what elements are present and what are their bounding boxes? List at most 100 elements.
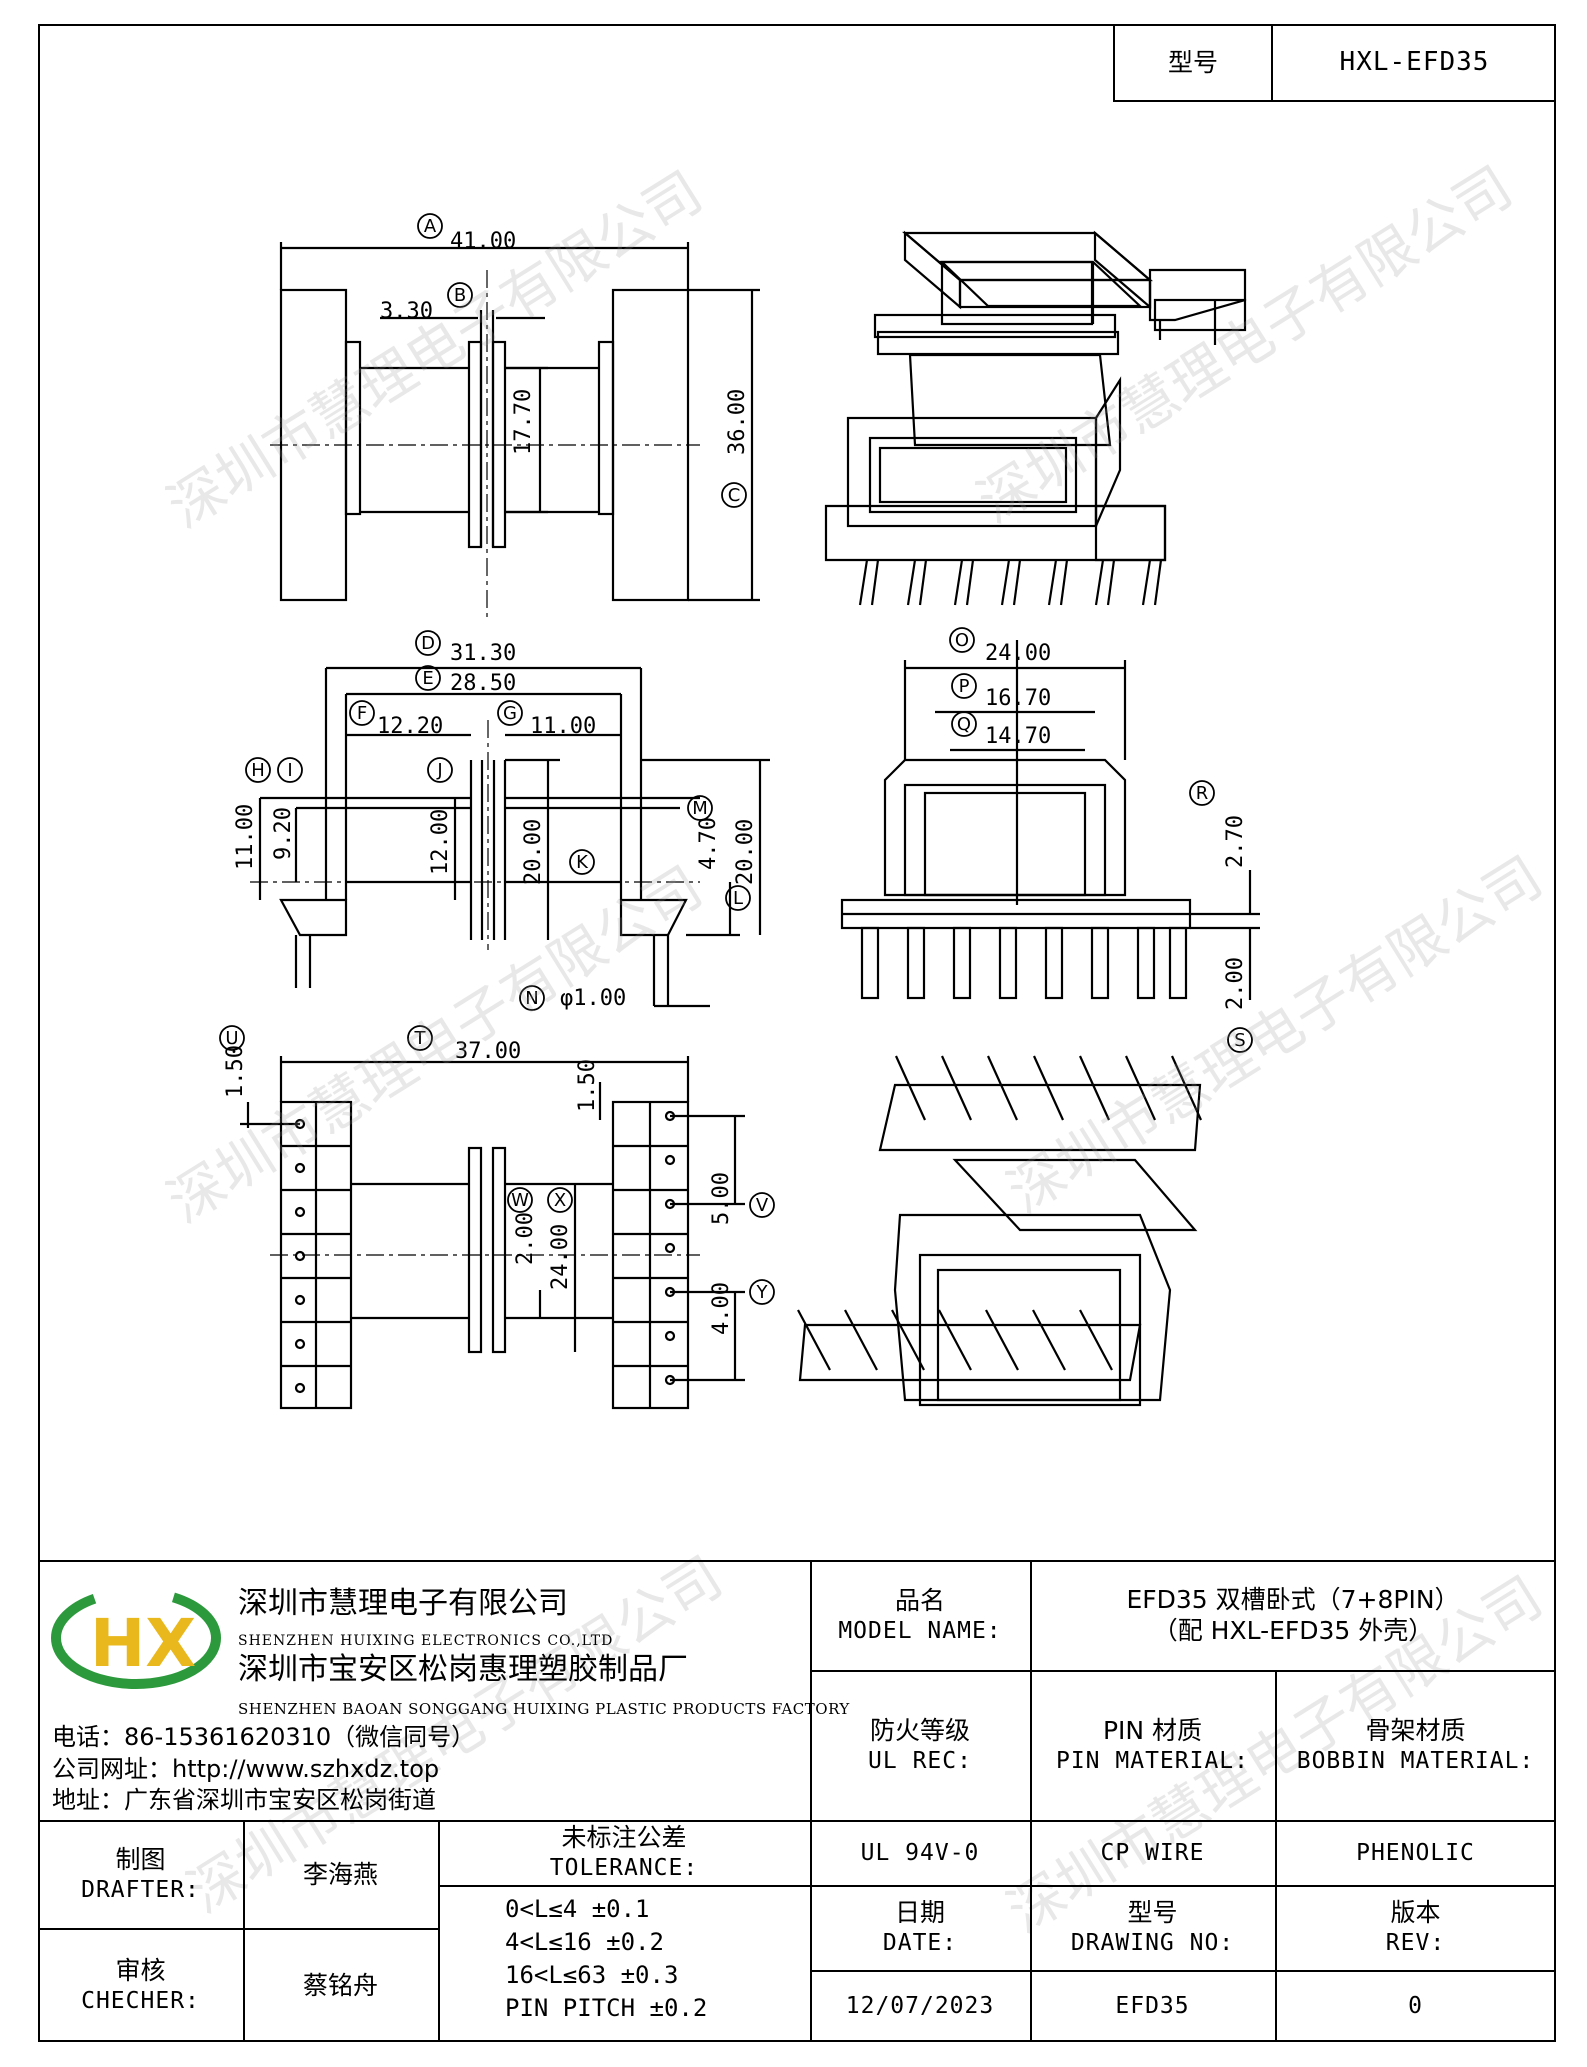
company-phone: 电话：86-15361620310（微信同号）	[52, 1723, 476, 1751]
balloon-P: P	[951, 673, 977, 699]
dim-H-value: 11.00	[233, 804, 258, 870]
balloon-U: U	[219, 1025, 245, 1051]
dim-U-value: 1.50	[223, 1045, 248, 1098]
model-name-label: 品名 MODEL NAME:	[810, 1560, 1030, 1670]
balloon-R: R	[1189, 780, 1215, 806]
tolerance-label-en: TOLERANCE:	[549, 1855, 699, 1881]
date-label-en: DATE:	[882, 1930, 958, 1956]
drawing-sheet	[38, 24, 1556, 2042]
dim-S-value: 2.00	[1223, 957, 1248, 1010]
iso-pins-2-top	[894, 1055, 1203, 1121]
dim-V-value: 5.00	[709, 1172, 734, 1225]
drafter-label: 制图 DRAFTER:	[38, 1820, 243, 1928]
svg-text:F: F	[357, 703, 367, 724]
balloon-Q: Q	[951, 711, 977, 737]
dim-W-value: 2.00	[513, 1212, 538, 1265]
balloon-T: T	[407, 1025, 433, 1051]
balloon-K: K	[569, 849, 595, 875]
svg-text:W: W	[511, 1190, 529, 1211]
pin-material-label-cn: PIN 材质	[1102, 1715, 1203, 1745]
tolerance-line: 0<L≤4 ±0.1	[505, 1895, 650, 1923]
svg-text:K: K	[576, 852, 589, 873]
svg-text:D: D	[421, 633, 435, 654]
balloon-E: E	[415, 665, 441, 691]
svg-text:HX: HX	[90, 1605, 196, 1682]
checker-label: 审核 CHECHER:	[38, 1928, 243, 2042]
svg-text:X: X	[554, 1190, 566, 1211]
header-model-box: 型号 HXL-EFD35	[1113, 24, 1556, 102]
svg-text:T: T	[414, 1028, 427, 1049]
dim-Y-value: 4.00	[709, 1282, 734, 1335]
balloon-G: G	[497, 700, 523, 726]
svg-text:E: E	[422, 668, 433, 689]
pin-material-label-en: PIN MATERIAL:	[1055, 1747, 1249, 1774]
rev-label-en: REV:	[1385, 1930, 1446, 1956]
pin-material-value: CP WIRE	[1100, 1839, 1205, 1866]
balloon-O: O	[949, 627, 975, 653]
dim-B-value: 3.30	[380, 299, 433, 324]
dim-P-value: 16.70	[985, 686, 1051, 711]
balloon-S: S	[1227, 1027, 1253, 1053]
ul-rec-label-en: UL REC:	[868, 1747, 972, 1774]
dim-U2-value: 1.50	[575, 1059, 600, 1112]
svg-text:R: R	[1196, 783, 1209, 804]
balloon-I: I	[277, 757, 303, 783]
balloon-A: A	[417, 213, 443, 239]
dim-I-value: 9.20	[271, 807, 296, 860]
dim-J-value: 12.00	[428, 809, 453, 875]
dim-T-value: 37.00	[455, 1039, 521, 1064]
bottom-left-pin-rows	[281, 1118, 351, 1394]
date-label: 日期 DATE:	[810, 1885, 1030, 1970]
bobbin-material-label-en: BOBBIN MATERIAL:	[1296, 1747, 1535, 1774]
svg-text:M: M	[692, 798, 708, 819]
checker-value: 蔡铭舟	[302, 1970, 378, 2000]
svg-text:O: O	[955, 630, 969, 651]
side-view	[250, 666, 770, 1008]
drawing-no-label-en: DRAWING NO:	[1070, 1930, 1235, 1956]
dim-K-value: 20.00	[521, 819, 546, 885]
dim-L-value: 4.70	[696, 817, 721, 870]
rev-value: 0	[1408, 1993, 1423, 2019]
bobbin-material-value: PHENOLIC	[1356, 1839, 1475, 1866]
tolerance-line: 4<L≤16 ±0.2	[505, 1928, 664, 1956]
dim-A-value: 41.00	[450, 229, 516, 254]
dim-C-value: 36.00	[725, 389, 750, 455]
balloon-X: X	[547, 1187, 573, 1213]
ul-rec-label-cn: 防火等级	[869, 1715, 970, 1745]
dim-D-value: 31.30	[450, 641, 516, 666]
svg-text:V: V	[756, 1195, 769, 1216]
balloon-W: W	[507, 1187, 533, 1213]
dim-N-value: φ1.00	[560, 986, 626, 1011]
dim-R-value: 2.70	[1223, 815, 1248, 868]
dim-M-value: 20.00	[733, 819, 758, 885]
iso-pins-1	[858, 559, 1163, 606]
date-value: 12/07/2023	[845, 1993, 995, 2019]
technical-drawing: 41.00 3.30 17.70 36.00 31.30 28.50 12.20…	[219, 213, 1260, 1410]
drawing-no-label: 型号 DRAWING NO:	[1030, 1885, 1275, 1970]
isometric-view-2	[797, 1055, 1203, 1407]
balloon-Y: Y	[749, 1279, 775, 1305]
dim-E-value: 28.50	[450, 671, 516, 696]
front-pins	[860, 926, 1188, 1000]
drafter-label-cn: 制图	[115, 1844, 166, 1874]
balloon-C: C	[721, 482, 747, 508]
svg-text:J: J	[436, 760, 442, 781]
iso-pins-2-bottom	[797, 1309, 1113, 1371]
svg-text:G: G	[503, 703, 517, 724]
balloon-H: H	[245, 757, 271, 783]
drawing-no-value: EFD35	[1115, 1993, 1190, 2019]
rev-label-cn: 版本	[1390, 1898, 1441, 1927]
model-name-label-en: MODEL NAME:	[838, 1617, 1002, 1644]
balloon-J: J	[427, 757, 453, 783]
svg-text:Q: Q	[957, 714, 971, 735]
drawing-no-label-cn: 型号	[1127, 1898, 1178, 1927]
bobbin-material-label-cn: 骨架材质	[1365, 1715, 1466, 1745]
tolerance-label-cn: 未标注公差	[561, 1823, 687, 1852]
tolerance-line: PIN PITCH ±0.2	[505, 1994, 708, 2022]
company-address: 地址：广东省深圳市宝安区松岗街道	[52, 1786, 436, 1814]
dim-top-inner-value: 17.70	[511, 389, 536, 455]
dim-O-value: 24.00	[985, 641, 1051, 666]
dim-F-value: 12.20	[377, 714, 443, 739]
drafter-label-en: DRAFTER:	[81, 1876, 200, 1903]
svg-text:U: U	[225, 1028, 238, 1049]
